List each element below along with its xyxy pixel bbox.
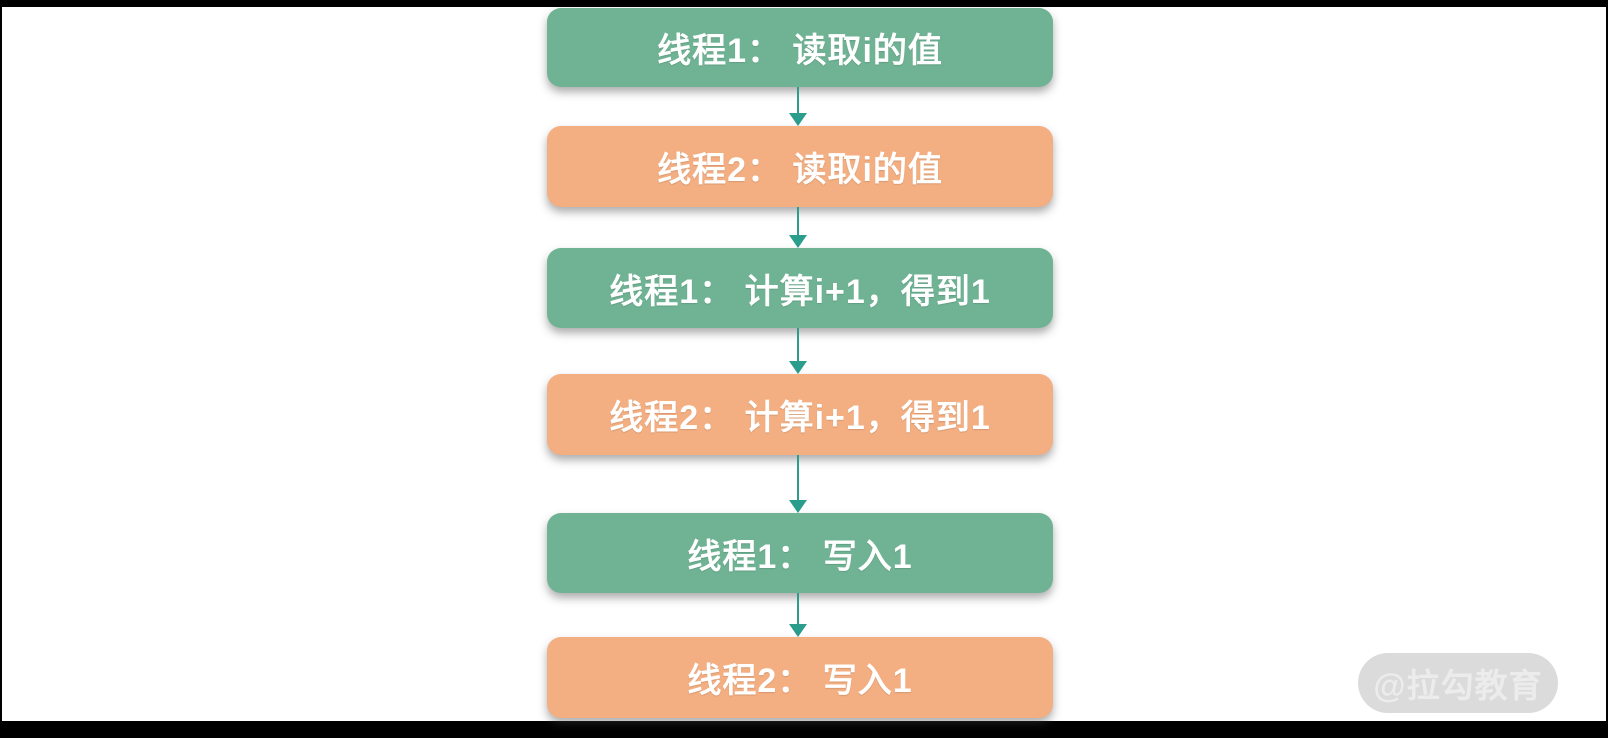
arrow-shaft [797, 455, 799, 500]
flow-node-label: 线程1： 计算i+1，得到1 [609, 272, 991, 311]
diagram-canvas: 线程1： 读取i的值 线程2： 读取i的值 线程1： 计算i+1，得到1 线程2… [2, 7, 1606, 721]
flow-node-thread2-read: 线程2： 读取i的值 [547, 126, 1053, 207]
flow-arrow-5 [789, 593, 807, 637]
flow-node-thread2-write: 线程2： 写入1 [547, 637, 1053, 718]
flow-arrow-1 [789, 87, 807, 126]
flow-node-label: 线程2： 写入1 [687, 662, 913, 700]
flow-node-thread2-compute: 线程2： 计算i+1，得到1 [547, 374, 1053, 455]
arrow-shaft [797, 328, 799, 361]
arrow-down-icon [789, 361, 807, 374]
flow-node-label: 线程2： 读取i的值 [657, 151, 943, 189]
arrow-shaft [797, 593, 799, 624]
flow-arrow-4 [789, 455, 807, 513]
arrow-down-icon [789, 624, 807, 637]
arrow-down-icon [789, 113, 807, 126]
flow-node-label: 线程1： 读取i的值 [657, 32, 943, 70]
flow-node-thread1-read: 线程1： 读取i的值 [547, 8, 1053, 87]
flow-arrow-3 [789, 328, 807, 374]
arrow-down-icon [789, 235, 807, 248]
watermark-label: @拉勾教育 [1373, 667, 1543, 704]
flow-node-thread1-write: 线程1： 写入1 [547, 513, 1053, 593]
arrow-shaft [797, 87, 799, 113]
flow-arrow-2 [789, 207, 807, 248]
flow-node-label: 线程1： 写入1 [687, 537, 913, 576]
flow-node-thread1-compute: 线程1： 计算i+1，得到1 [547, 248, 1053, 328]
arrow-shaft [797, 207, 799, 235]
arrow-down-icon [789, 500, 807, 513]
flow-node-label: 线程2： 计算i+1，得到1 [609, 399, 991, 437]
watermark-badge: @拉勾教育 [1358, 653, 1558, 713]
